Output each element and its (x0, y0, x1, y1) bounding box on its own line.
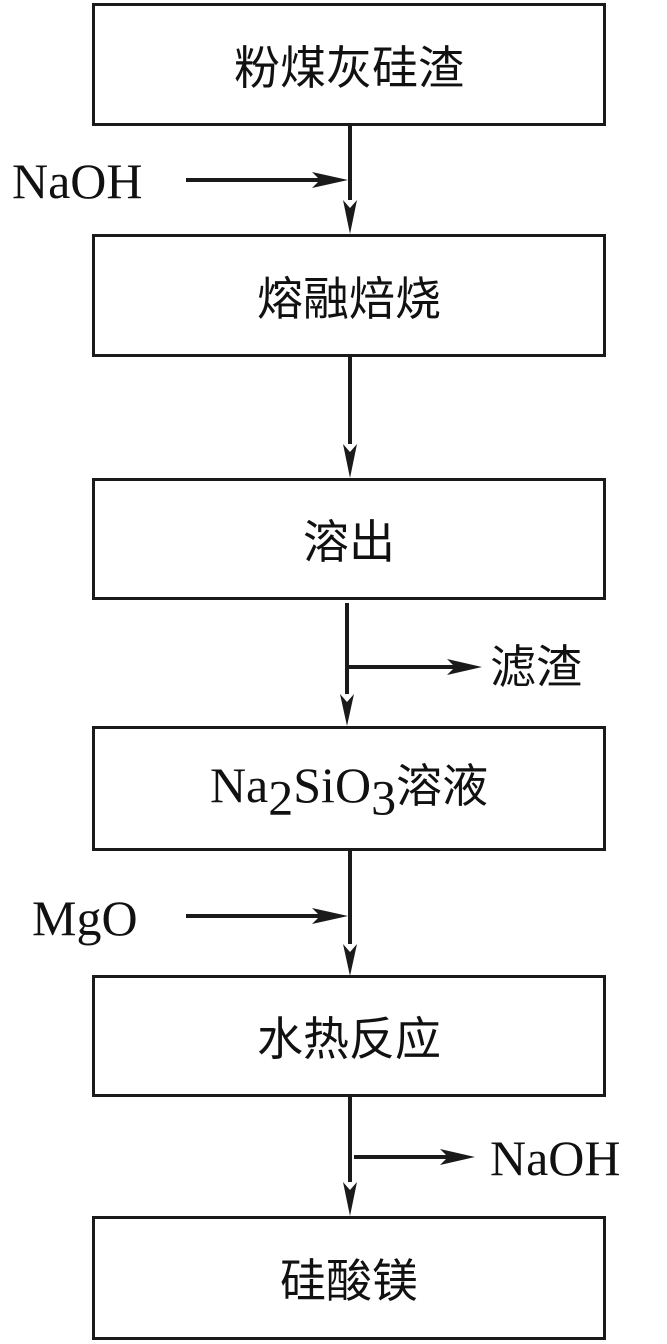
formula-na: Na (209, 757, 269, 814)
arrowhead-step6 (343, 1182, 357, 1216)
step-box-fly-ash-silicon-residue: 粉煤灰硅渣 (92, 3, 606, 126)
step-label-formula: Na2SiO3溶液 (210, 750, 488, 827)
arrowhead-step2 (343, 200, 357, 234)
output-label-filter-residue: 滤渣 (490, 640, 582, 694)
formula-suffix: 溶液 (396, 759, 489, 814)
arrowhead-naoh-input (312, 172, 348, 188)
step-box-hydrothermal-reaction: 水热反应 (92, 975, 606, 1097)
formula-sio: SiO (293, 757, 372, 814)
step-label: 溶出 (303, 515, 395, 569)
input-label-naoh: NaOH (12, 153, 143, 209)
step-label: 水热反应 (257, 1012, 441, 1066)
arrowhead-naoh-output (440, 1149, 475, 1165)
arrowhead-step4 (340, 694, 354, 726)
arrowhead-mgo-input (312, 908, 348, 924)
arrowhead-step3 (343, 444, 357, 478)
step-label: 熔融焙烧 (257, 271, 441, 326)
step-label: 粉煤灰硅渣 (234, 40, 464, 95)
step-box-leaching: 溶出 (92, 478, 606, 600)
step-box-magnesium-silicate: 硅酸镁 (92, 1216, 606, 1340)
input-label-mgo: MgO (32, 890, 138, 946)
formula-na-subscript: 2 (268, 769, 294, 826)
arrowhead-residue-output (447, 659, 482, 675)
formula-sio-subscript: 3 (371, 769, 397, 826)
step-box-sodium-silicate-solution: Na2SiO3溶液 (92, 726, 606, 851)
step-label: 硅酸镁 (280, 1254, 418, 1308)
output-label-naoh: NaOH (490, 1130, 621, 1186)
arrowhead-step5 (343, 944, 357, 976)
step-box-melt-roasting: 熔融焙烧 (92, 234, 606, 357)
